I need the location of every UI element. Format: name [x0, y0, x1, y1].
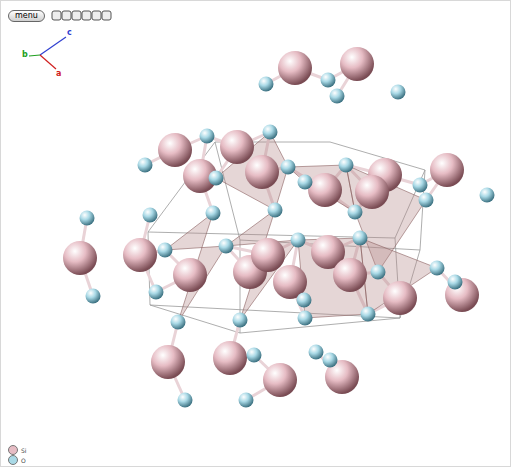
si-atom [430, 153, 464, 187]
si-atom [340, 47, 374, 81]
o-atom [480, 188, 495, 203]
legend-row: O [8, 455, 26, 465]
o-atom [353, 231, 368, 246]
o-atom [330, 89, 345, 104]
o-atom [323, 353, 338, 368]
si-atom [245, 155, 279, 189]
o-atom [348, 205, 363, 220]
unit-cell-edge [150, 305, 240, 333]
axis-label: c [67, 29, 72, 37]
o-atom [298, 175, 313, 190]
legend-row: Si [8, 445, 26, 455]
axis-label: b [22, 51, 28, 59]
si-atom [63, 241, 97, 275]
o-atom [247, 348, 262, 363]
si-atom [355, 175, 389, 209]
o-atom [233, 313, 248, 328]
axis-label: a [56, 70, 61, 78]
o-atom [371, 265, 386, 280]
si-atom [173, 258, 207, 292]
si-atom [263, 363, 297, 397]
toolbar-icon [92, 11, 101, 20]
toolbar-icon [72, 11, 81, 20]
si-atom [251, 238, 285, 272]
o-atom [259, 77, 274, 92]
o-atom [239, 393, 254, 408]
unit-cell-edge [240, 318, 400, 333]
toolbar-icon [62, 11, 71, 20]
si-tetrahedron [165, 213, 226, 322]
menu-button: menu [8, 10, 45, 22]
legend-swatch [8, 455, 18, 465]
legend-text: Si [21, 447, 26, 454]
si-tetrahedron [226, 210, 298, 320]
si-atom [151, 345, 185, 379]
o-atom [413, 178, 428, 193]
toolbar-icon [82, 11, 91, 20]
o-atom [298, 311, 313, 326]
o-atom [219, 239, 234, 254]
toolbar-icon [52, 11, 61, 20]
o-atom [263, 125, 278, 140]
si-atom [123, 238, 157, 272]
o-atom [143, 208, 158, 223]
o-atom [80, 211, 95, 226]
o-atom [309, 345, 324, 360]
o-atom [268, 203, 283, 218]
si-atom [383, 281, 417, 315]
si-atom [158, 133, 192, 167]
o-atom [178, 393, 193, 408]
o-atom [448, 275, 463, 290]
o-atom [209, 171, 224, 186]
o-atom [138, 158, 153, 173]
o-atom [361, 307, 376, 322]
o-atom [291, 233, 306, 248]
o-atom [281, 160, 296, 175]
o-atom [206, 206, 221, 221]
legend-swatch [8, 445, 18, 455]
si-atom [278, 51, 312, 85]
o-atom [200, 129, 215, 144]
o-atom [158, 243, 173, 258]
si-tetrahedron [360, 238, 437, 314]
si-atom [213, 341, 247, 375]
o-atom [297, 293, 312, 308]
axis-line [40, 55, 56, 69]
o-atom [321, 73, 336, 88]
legend-text: O [21, 457, 26, 464]
toolbar-icon [102, 11, 111, 20]
axis-line [40, 37, 66, 55]
si-atom [220, 130, 254, 164]
o-atom [391, 85, 406, 100]
axis-line [29, 55, 40, 56]
o-atom [171, 315, 186, 330]
o-atom [149, 285, 164, 300]
si-atom [308, 173, 342, 207]
o-atom [419, 193, 434, 208]
si-atom [333, 258, 367, 292]
o-atom [86, 289, 101, 304]
o-atom [430, 261, 445, 276]
o-atom [339, 158, 354, 173]
